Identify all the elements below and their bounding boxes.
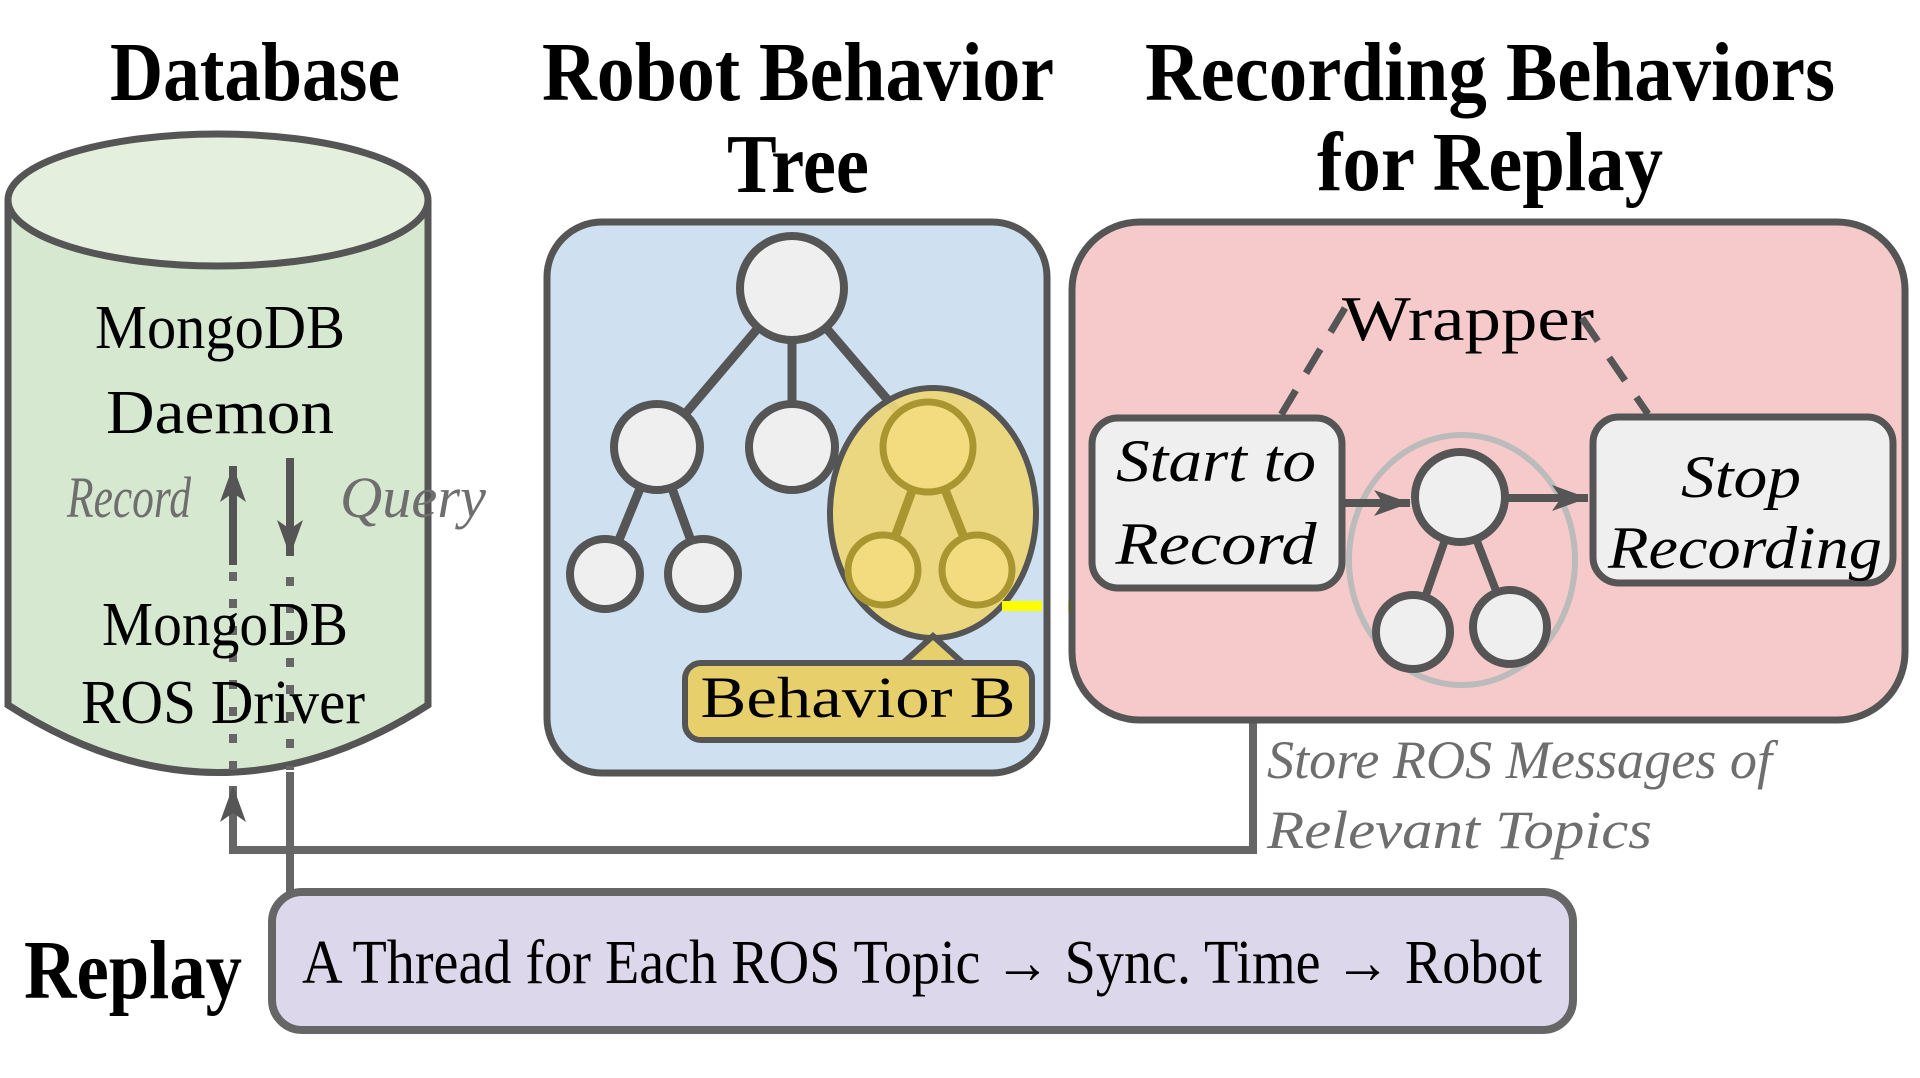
behavior-b-callout-base-mask (896, 667, 970, 679)
tree-leaf-node-1 (566, 535, 644, 613)
behavior-tree-section: Robot Behavior Tree Behavior B (542, 26, 1054, 777)
recording-section: Recording Behaviors for Replay Wrapper S… (1068, 26, 1909, 724)
record-label: Record (66, 465, 191, 530)
database-cylinder-top (4, 130, 432, 270)
mongodb-daemon-line2: Daemon (106, 379, 334, 447)
database-cylinder-body (4, 200, 432, 776)
wrapped-tree-right-node (1469, 586, 1551, 668)
replay-thread-box (268, 888, 1577, 1034)
highlight-subtree-right-node (938, 531, 1016, 609)
replay-thread-text: A Thread for Each ROS Topic → Sync. Time… (302, 929, 1542, 997)
highlight-subtree-left-node (844, 531, 922, 609)
tree-root-node (736, 232, 848, 344)
tree-left-node (610, 400, 704, 494)
recording-title-line2: for Replay (1317, 116, 1663, 209)
behavior-b-label-box (682, 660, 1035, 743)
start-record-line1: Start to (1116, 428, 1316, 494)
ros-driver-line2: ROS Driver (81, 669, 365, 737)
replay-section: Replay A Thread for Each ROS Topic → Syn… (24, 888, 1577, 1034)
stop-recording-box (1589, 413, 1897, 587)
query-label: Query (340, 465, 486, 530)
ros-driver-line1: MongoDB (102, 591, 348, 659)
wrapper-dash-left (1274, 306, 1349, 422)
store-note-line1: Store ROS Messages of (1267, 730, 1779, 790)
wrapped-tree-root-node (1411, 448, 1509, 546)
mongodb-daemon-line1: MongoDB (95, 294, 345, 362)
wrapped-tree-left-node (1372, 591, 1454, 673)
store-return-line (220, 722, 1257, 854)
behavior-tree-title-line1: Robot Behavior (542, 26, 1054, 119)
tree-mid-node (745, 400, 839, 494)
highlight-subtree-root-node (879, 398, 977, 496)
wrapper-dash-right (1579, 316, 1651, 416)
connectors (220, 722, 1257, 896)
start-record-line2: Record (1114, 511, 1317, 577)
database-section: Database MongoDB Daemon Record Query Mon… (4, 26, 486, 776)
database-title: Database (110, 26, 400, 119)
wrapper-label: Wrapper (1342, 283, 1594, 354)
start-record-box (1088, 414, 1346, 592)
stop-recording-line2: Recording (1607, 515, 1882, 581)
stop-recording-line1: Stop (1681, 444, 1801, 510)
behavior-tree-title-line2: Tree (727, 118, 869, 211)
wrapped-tree-ellipse (1346, 432, 1578, 688)
recording-title-line1: Recording Behaviors (1145, 26, 1835, 119)
replay-label: Replay (24, 924, 242, 1017)
behavior-b-label: Behavior B (701, 665, 1016, 730)
store-note: Store ROS Messages of Relevant Topics (1266, 730, 1779, 860)
store-note-line2: Relevant Topics (1266, 800, 1652, 860)
tree-leaf-node-2 (664, 535, 742, 613)
